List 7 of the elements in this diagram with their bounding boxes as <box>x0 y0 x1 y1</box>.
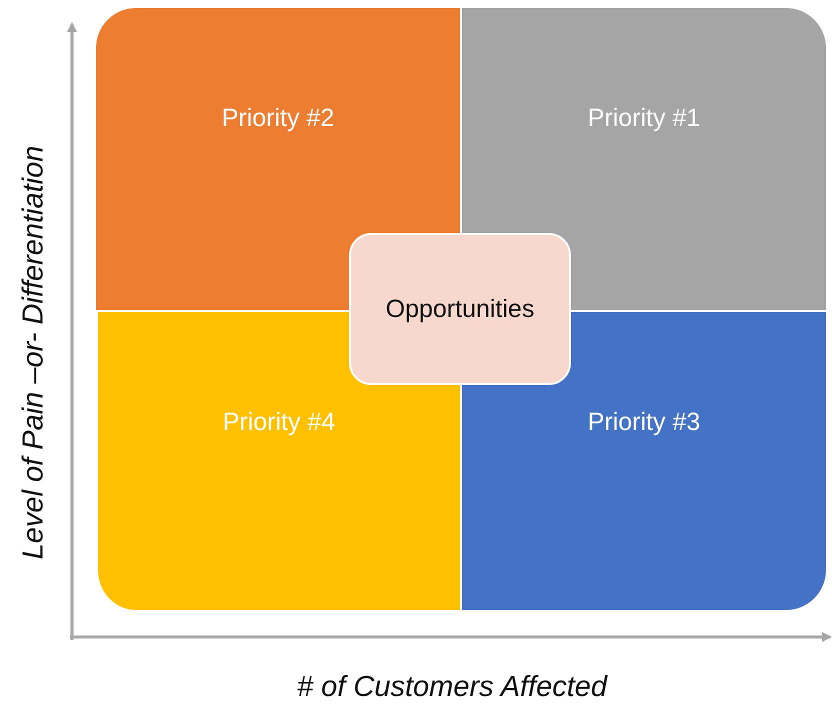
quadrant-label: Priority #2 <box>222 104 334 133</box>
quadrant-label: Priority #1 <box>588 104 700 133</box>
y-axis-label: Level of Pain –or- Differentiation <box>17 145 50 559</box>
quadrant-label: Priority #3 <box>588 408 700 437</box>
quadrant-label: Priority #4 <box>222 408 336 437</box>
center-box: Opportunities <box>349 233 571 385</box>
x-axis-label: # of Customers Affected <box>297 670 608 704</box>
